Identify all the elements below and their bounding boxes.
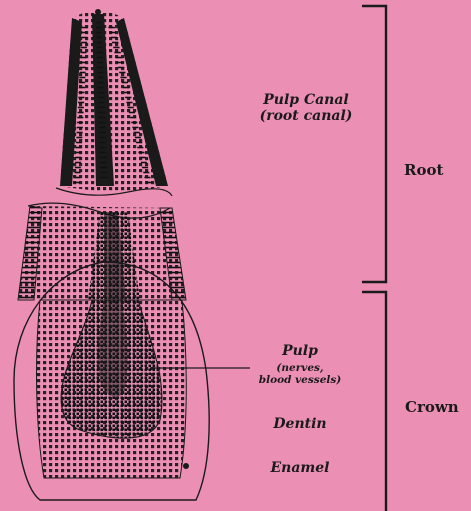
root-upper-segment [60,9,168,191]
pulp-detail-line-1: (nerves, [252,362,348,374]
root-section-label: Root [404,162,443,179]
pulp-detail-line-2: blood vessels) [252,374,348,386]
pulp-canal-text: Pulp Canal [252,92,360,108]
root-canal-text: (root canal) [252,108,360,124]
crown-section-label: Crown [405,399,459,416]
pulp-label: Pulp [252,343,348,359]
pulp-detail-label: (nerves, blood vessels) [252,362,348,386]
pulp-canal-label: Pulp Canal (root canal) [252,92,360,124]
enamel-label: Enamel [252,460,348,476]
root-bracket [362,6,386,282]
dentin-label: Dentin [252,416,348,432]
root-lower-segment [18,206,186,300]
crown-bracket [362,292,386,511]
